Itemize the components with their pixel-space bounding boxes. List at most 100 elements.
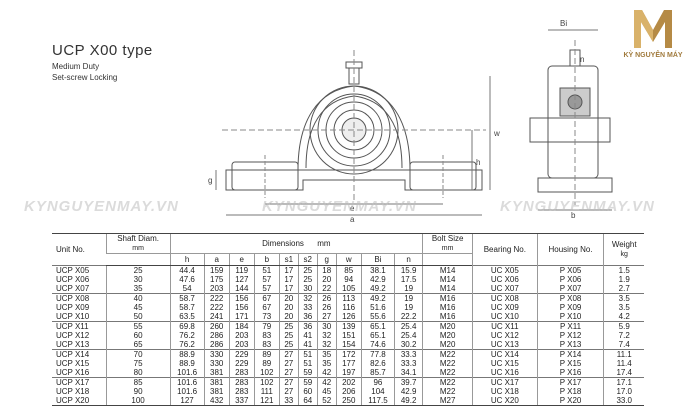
table-cell: P X11 [536, 321, 604, 331]
table-cell: P X12 [536, 331, 604, 340]
table-cell: UCP X10 [56, 312, 90, 321]
table-cell: 50 [105, 312, 171, 322]
table-cell: 127 [228, 275, 255, 284]
brand-logo: KỲ NGUYÊN MÁY [612, 6, 694, 64]
table-cell: P X20 [536, 396, 604, 406]
table-cell: 79 [253, 321, 280, 331]
table-cell: 156 [228, 303, 255, 312]
table-cell: 5.9 [603, 321, 644, 331]
table-cell: 102 [253, 368, 280, 378]
table-cell: UC X07 [472, 284, 538, 294]
table-cell: 83 [253, 340, 280, 350]
table-cell: 17 [278, 284, 299, 294]
table-cell: 94 [335, 275, 362, 284]
table-cell: 49.2 [360, 284, 395, 294]
table-cell: UCP X07 [56, 284, 90, 293]
side-housing [547, 65, 599, 179]
table-cell: 15.9 [394, 265, 423, 275]
table-cell: 184 [228, 321, 255, 331]
table-cell: 30 [316, 321, 337, 331]
table-cell: M20 [422, 340, 473, 350]
table-cell: M22 [422, 359, 473, 368]
table-cell: 40 [105, 293, 171, 303]
table-cell: 82.6 [360, 359, 395, 368]
table-cell: 1.9 [603, 275, 644, 284]
table-cell: 286 [203, 331, 230, 340]
table-cell: 330 [203, 359, 230, 368]
table-cell: 67 [253, 293, 280, 303]
table-cell: P X06 [536, 275, 604, 284]
table-cell: 27 [316, 312, 337, 322]
side-shaft [529, 117, 611, 143]
header-shaft: Shaft Diam.mm [105, 233, 171, 254]
table-cell: UCP X12 [56, 331, 90, 340]
table-cell: 197 [335, 368, 362, 378]
table-cell: 18 [316, 265, 337, 275]
table-cell: M27 [422, 396, 473, 406]
table-cell: 51 [297, 349, 318, 359]
table-cell: UC X06 [472, 275, 538, 284]
label-a: a [350, 215, 355, 224]
table-cell: 58.7 [169, 303, 205, 312]
header-shaft-blank [106, 253, 171, 266]
table-cell: 45 [316, 387, 337, 396]
header-dim-h: h [169, 253, 205, 266]
table-cell: 159 [203, 265, 230, 275]
table-cell: 59 [297, 368, 318, 378]
table-cell: 51.6 [360, 303, 395, 312]
table-cell: 283 [228, 387, 255, 396]
table-cell: 27 [278, 377, 299, 387]
table-cell: 104 [360, 387, 395, 396]
label-g: g [208, 176, 212, 185]
table-cell: 30.2 [394, 340, 423, 350]
table-cell: 241 [203, 312, 230, 322]
table-cell: 54 [169, 284, 205, 294]
table-cell: 17.0 [603, 387, 644, 396]
table-cell: UCP X09 [56, 303, 90, 312]
table-cell: 41 [297, 340, 318, 350]
header-dim-n: n [394, 253, 423, 266]
table-cell: 206 [335, 387, 362, 396]
table-cell: M22 [422, 377, 473, 387]
label-b: b [571, 211, 576, 220]
table-cell: 25 [105, 265, 171, 275]
table-cell: 42.9 [394, 387, 423, 396]
table-cell: P X16 [536, 368, 604, 378]
table-cell: 27 [278, 387, 299, 396]
table-cell: 17.1 [603, 377, 644, 387]
table-cell: 172 [335, 349, 362, 359]
table-cell: 39.7 [394, 377, 423, 387]
table-cell: 70 [105, 349, 171, 359]
table-cell: 74.6 [360, 340, 395, 350]
table-cell: 30 [105, 275, 171, 284]
table-cell: 88.9 [169, 349, 205, 359]
table-cell: 49.2 [360, 293, 395, 303]
table-cell: 1.5 [603, 265, 644, 275]
table-cell: 65.1 [360, 321, 395, 331]
table-cell: 49.2 [394, 396, 423, 406]
table-cell: UC X09 [472, 303, 538, 312]
table-cell: 27 [278, 368, 299, 378]
table-cell: 2.7 [603, 284, 644, 294]
table-cell: M16 [422, 312, 473, 322]
table-cell: 36 [297, 312, 318, 322]
table-cell: 381 [203, 387, 230, 396]
header-dim-s2: s2 [297, 253, 318, 266]
table-cell: P X13 [536, 340, 604, 350]
table-cell: 26 [316, 293, 337, 303]
table-cell: 102 [253, 377, 280, 387]
table-cell: 85 [105, 377, 171, 387]
table-cell: 151 [335, 331, 362, 340]
table-cell: M22 [422, 349, 473, 359]
table-cell: 144 [228, 284, 255, 294]
table-cell: 101.6 [169, 377, 205, 387]
table-cell: 20 [278, 312, 299, 322]
table-cell: 44.4 [169, 265, 205, 275]
